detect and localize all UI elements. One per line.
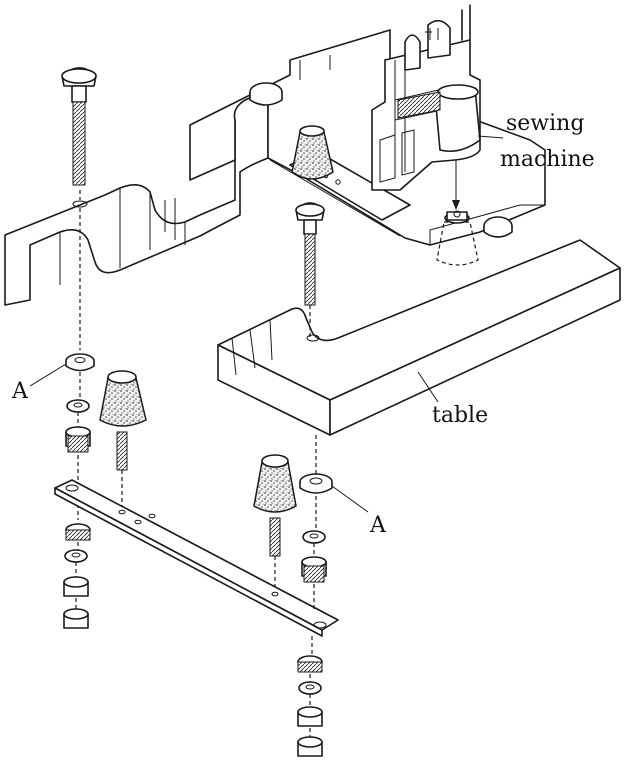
label-sewing: sewing xyxy=(506,111,584,136)
washer-a-left xyxy=(65,353,95,372)
nut-right-3 xyxy=(297,706,323,727)
sewing-machine-head xyxy=(371,4,481,191)
cone-cushion-top xyxy=(291,125,334,180)
hinge-bolt-top xyxy=(436,210,479,266)
label-table: table xyxy=(432,403,488,428)
washer-right-2 xyxy=(302,530,326,544)
machine-to-cone-arrow xyxy=(452,160,460,210)
main-table xyxy=(217,239,621,436)
nut-left-2 xyxy=(65,523,91,541)
nut-right-1 xyxy=(301,556,327,583)
bolt-main-table xyxy=(295,202,325,342)
rubber-cushion-top-right xyxy=(483,216,513,238)
cone-cushion-right xyxy=(253,454,297,590)
label-part-a-right: A xyxy=(369,513,387,538)
nut-left-1 xyxy=(65,426,91,453)
nut-left-3 xyxy=(63,576,89,597)
mounting-plate xyxy=(54,479,339,637)
nut-right-4 xyxy=(297,736,323,757)
cone-cushion-left xyxy=(99,370,147,508)
washer-left-3 xyxy=(64,549,88,563)
left-washer-stack xyxy=(63,353,95,629)
leader-lines xyxy=(29,135,504,513)
label-part-a-left: A xyxy=(11,379,29,404)
washer-a-right xyxy=(299,473,333,494)
bolt-left-top xyxy=(61,67,97,350)
rubber-cushion-top-left xyxy=(249,82,283,106)
right-washer-stack xyxy=(297,435,333,757)
label-machine: machine xyxy=(500,147,595,172)
washer-right-3 xyxy=(298,681,322,695)
nut-right-2 xyxy=(297,655,323,673)
nut-left-4 xyxy=(63,608,89,629)
washer-left-2 xyxy=(66,399,90,413)
